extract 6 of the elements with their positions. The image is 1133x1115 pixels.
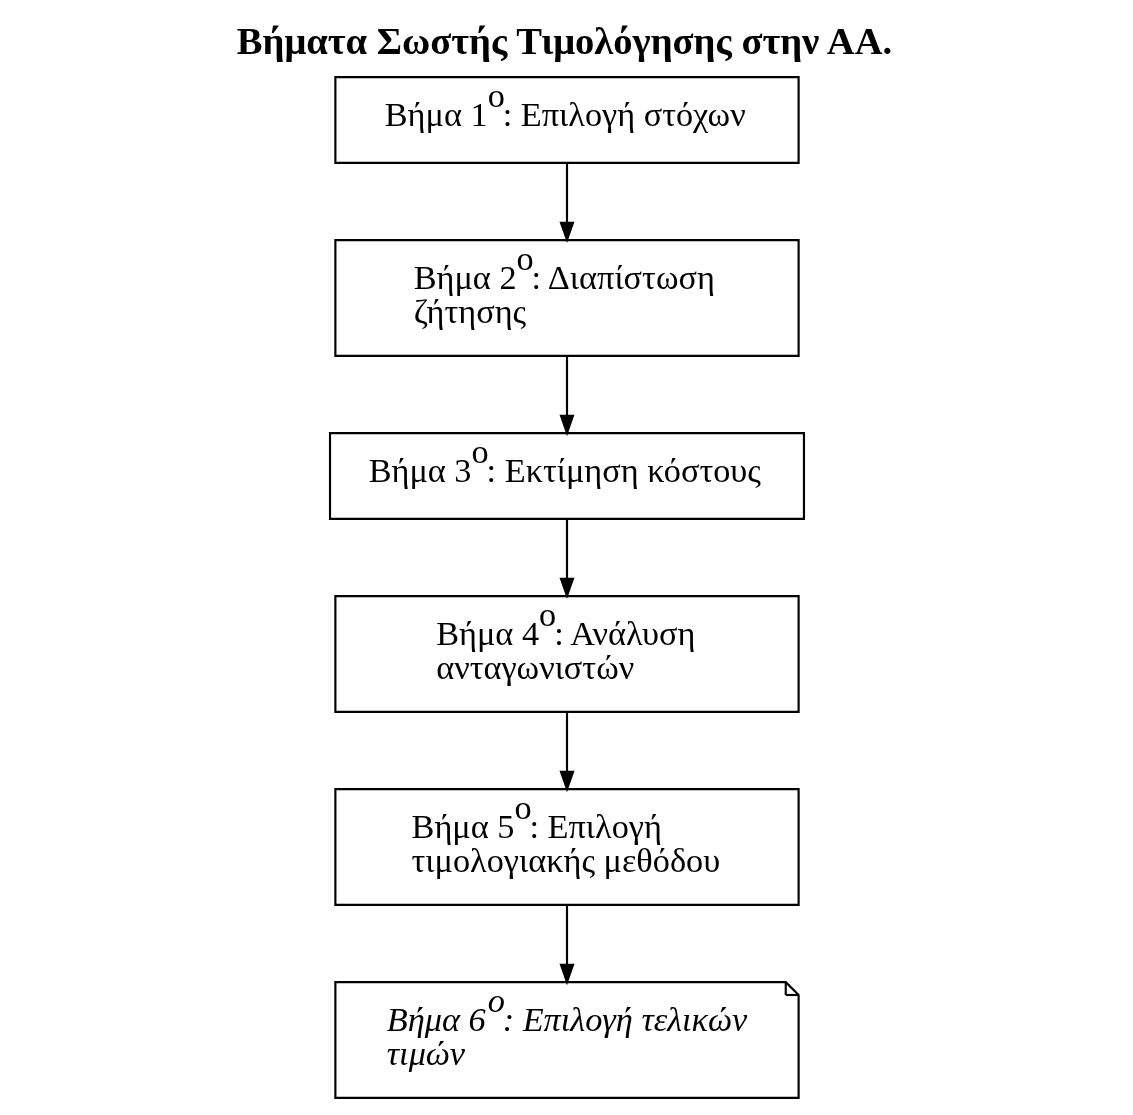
arrow xyxy=(559,712,574,793)
arrow xyxy=(559,356,574,437)
arrow xyxy=(559,163,574,244)
arrow xyxy=(559,905,574,986)
diagram-title: Βήματα Σωστής Τιμολόγησης στην ΑΑ. xyxy=(236,20,892,63)
arrow xyxy=(559,519,574,600)
